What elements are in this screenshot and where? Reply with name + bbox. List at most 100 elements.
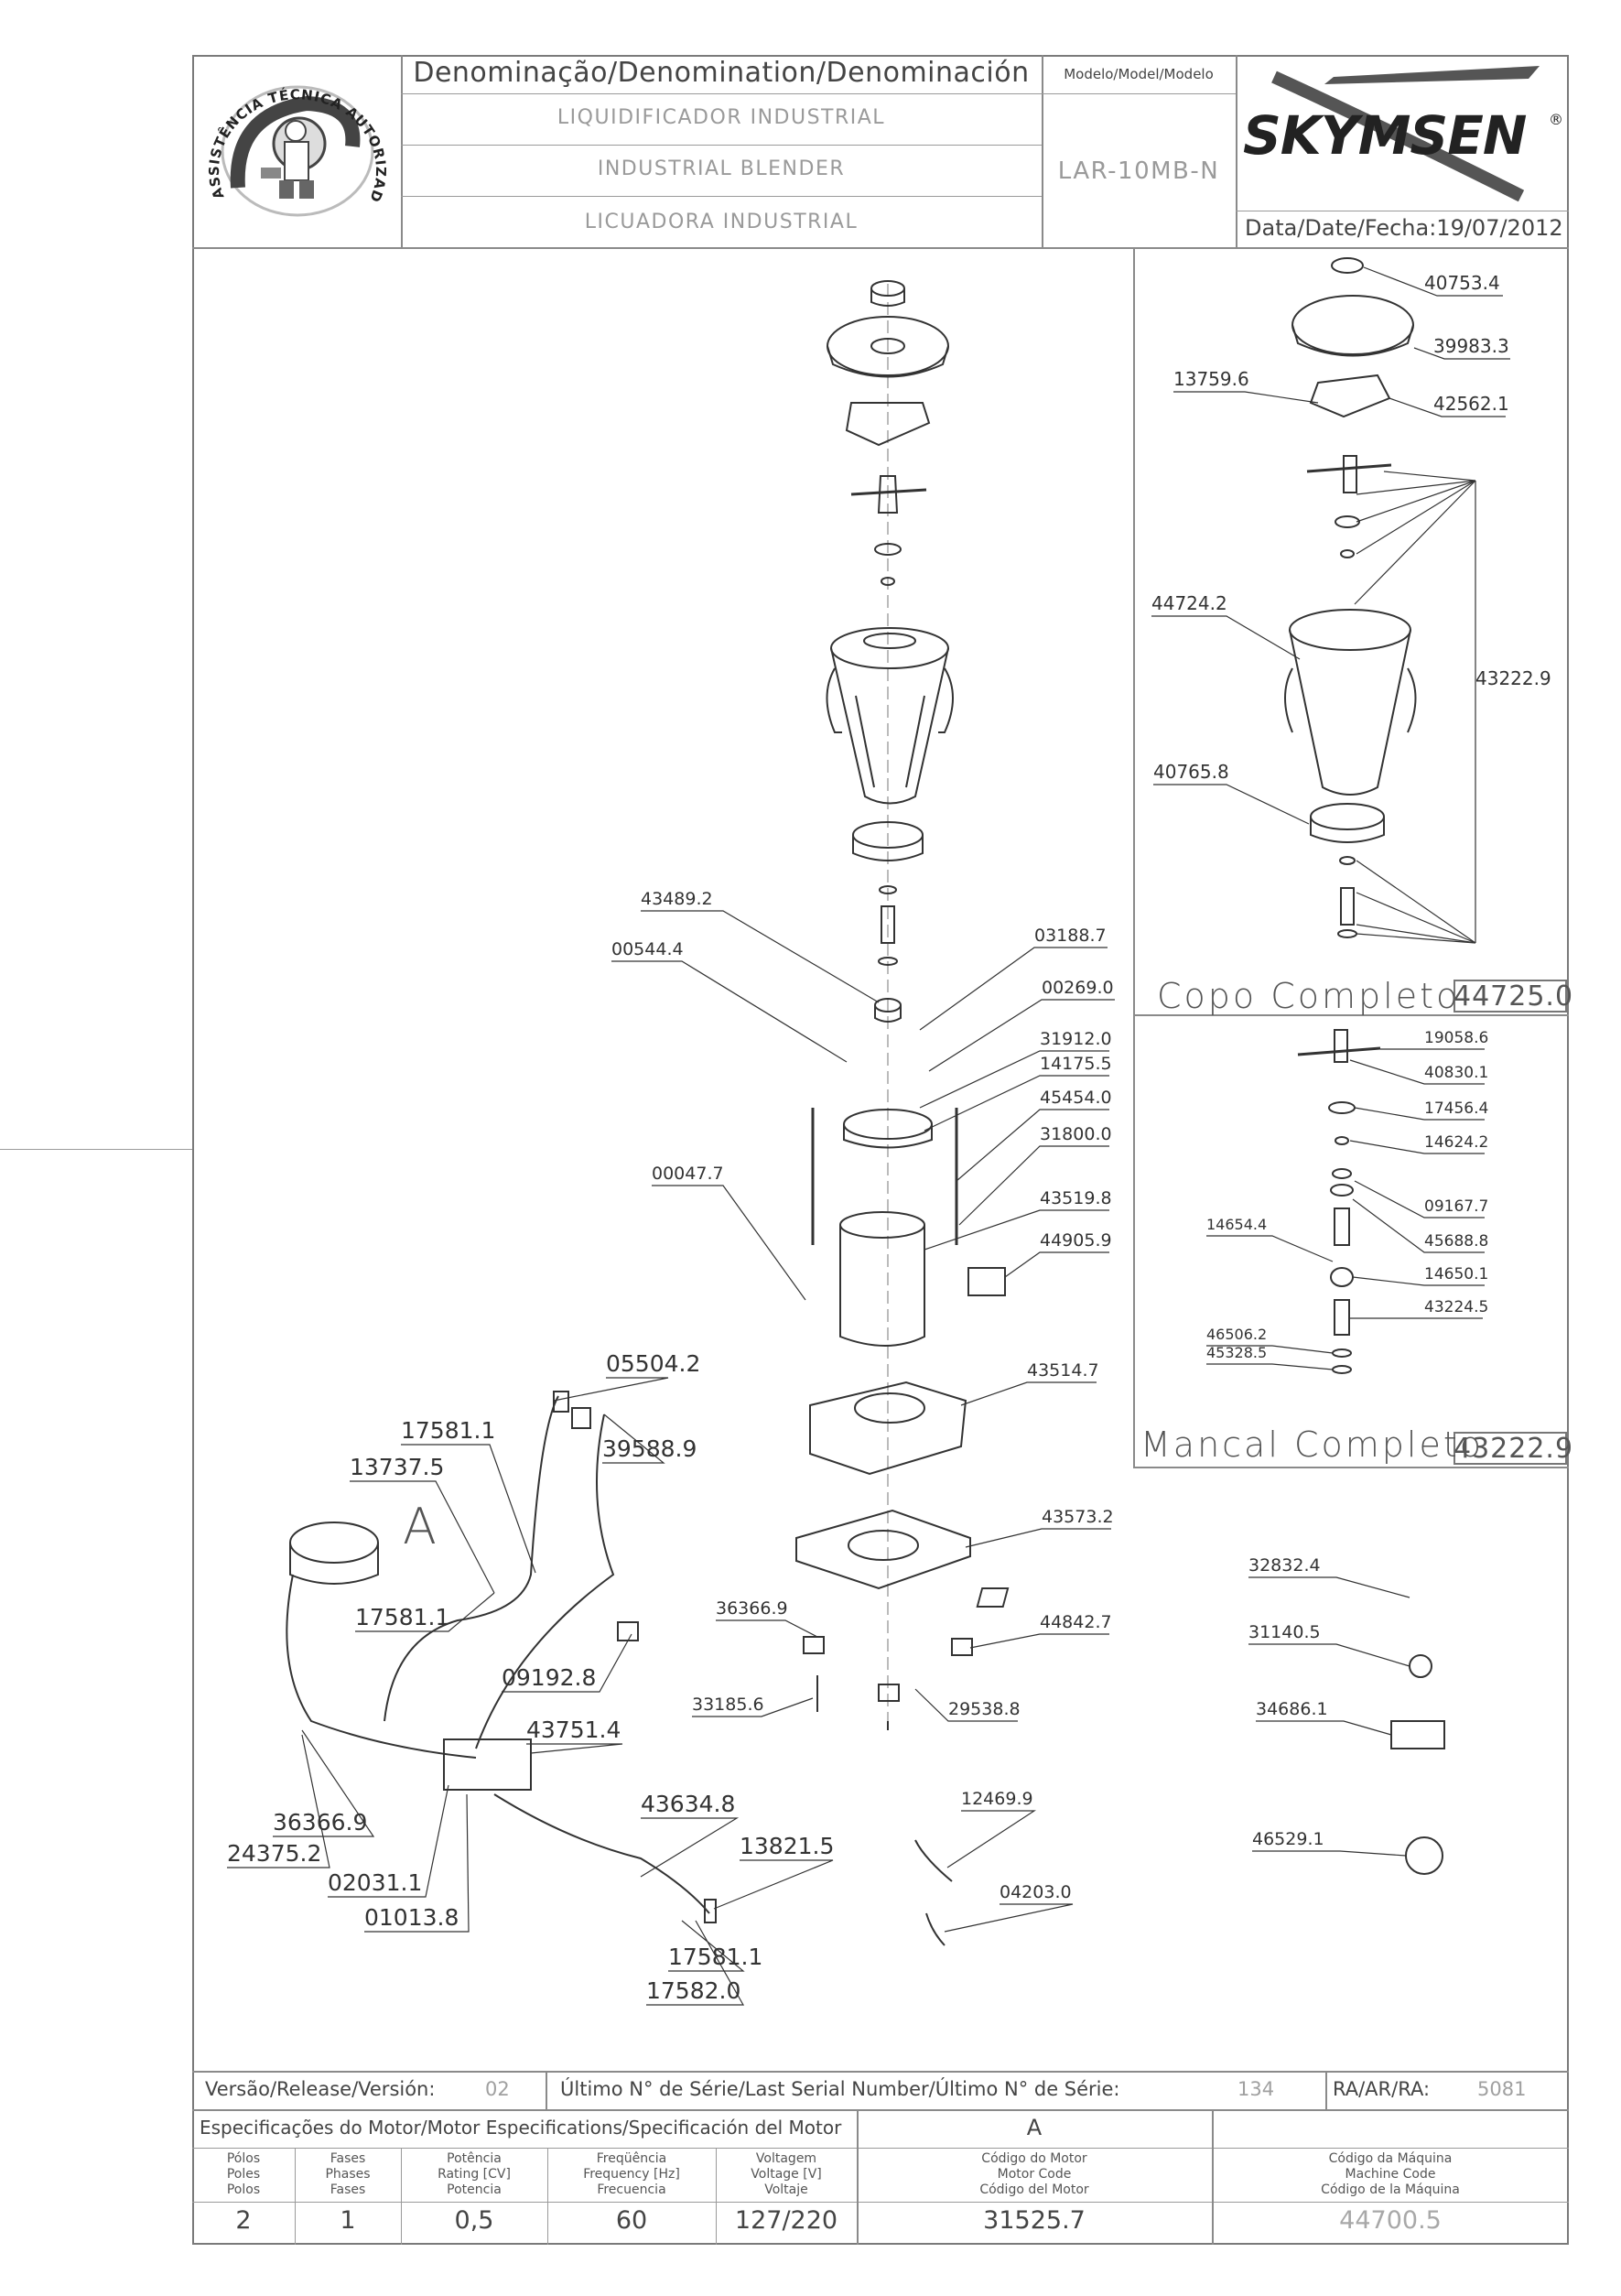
part-callout: 34686.1	[1256, 1699, 1328, 1719]
part-callout: 09192.8	[502, 1664, 596, 1691]
spec-column-value: 2	[235, 2206, 252, 2235]
motor-spec-letter: A	[1026, 2115, 1043, 2140]
drawing-frame	[192, 55, 1569, 2245]
version-label: Versão/Release/Versión:	[205, 2078, 436, 2100]
part-callout: 00544.4	[611, 939, 684, 959]
part-callout: 31800.0	[1040, 1124, 1112, 1144]
seal-lettering: ASSISTÊNCIA TÉCNICA AUTORIZADA	[197, 60, 388, 205]
part-callout: 43489.2	[641, 889, 713, 909]
part-callout: 44905.9	[1040, 1230, 1112, 1251]
mancal-part-callout: 45328.5	[1206, 1344, 1267, 1361]
date-label: Data/Date/Fecha:19/07/2012	[1245, 215, 1563, 241]
part-callout: 00047.7	[652, 1164, 724, 1184]
spec-column-value: 0,5	[454, 2206, 494, 2235]
part-callout: 44842.7	[1040, 1612, 1112, 1632]
denomination-heading: Denominação/Denomination/Denominación	[413, 57, 1030, 89]
base	[809, 1381, 967, 1476]
copo-part-callout: 44724.2	[1151, 592, 1227, 614]
copo-part-callout: 39983.3	[1433, 335, 1509, 357]
blade	[850, 488, 927, 496]
part-callout: 03188.7	[1034, 926, 1107, 946]
part-callout: 02031.1	[328, 1869, 422, 1896]
ground-symbol	[1409, 1654, 1432, 1678]
part-callout: 43751.4	[526, 1717, 621, 1743]
part-callout: 33185.6	[692, 1695, 764, 1715]
copo-part-callout: 40765.8	[1153, 761, 1229, 783]
svg-text:®: ®	[1549, 111, 1563, 128]
switch-box	[443, 1738, 532, 1791]
name-pt: LIQUIDIFICADOR INDUSTRIAL	[557, 106, 886, 129]
part-callout: 24375.2	[227, 1840, 321, 1867]
mancal-part-callout: 19058.6	[1424, 1029, 1488, 1047]
part-callout: 13737.5	[350, 1454, 444, 1480]
part-callout: 29538.8	[948, 1699, 1021, 1719]
label-plate	[967, 1267, 1006, 1296]
copo-title: Copo Completo	[1157, 976, 1461, 1016]
part-callout: 17581.1	[355, 1604, 449, 1630]
sticker	[976, 1587, 1010, 1608]
copo-code: 44725.0	[1453, 980, 1574, 1013]
leader-lines	[227, 266, 1510, 2006]
spec-column-value: 1	[340, 2206, 356, 2235]
mancal-part-callout: 40830.1	[1424, 1064, 1488, 1082]
mancal-part-callout: 46506.2	[1206, 1326, 1267, 1343]
part-callout: 43514.7	[1027, 1360, 1099, 1381]
part-callout: 46529.1	[1252, 1829, 1324, 1849]
part-callout: 36366.9	[273, 1809, 367, 1836]
part-callout: 17581.1	[668, 1944, 762, 1970]
motor	[289, 1522, 379, 1564]
copo-part-callout: 13759.6	[1173, 368, 1249, 390]
spec-column-value: 44700.5	[1339, 2206, 1442, 2235]
part-callout: 36366.9	[716, 1598, 788, 1619]
part-callout: 39588.9	[602, 1435, 697, 1462]
authorized-service-seal	[221, 85, 374, 217]
mancal-part-callout: 14654.4	[1206, 1216, 1267, 1233]
part-callout: 12469.9	[961, 1789, 1033, 1809]
part-callout: 43573.2	[1042, 1507, 1114, 1527]
part-callout: 17582.0	[646, 1977, 740, 2004]
mancal-code: 43222.9	[1453, 1433, 1574, 1465]
copo-part-callout: 42562.1	[1433, 393, 1509, 415]
seal-symbol	[1405, 1836, 1443, 1875]
part-callout: 05504.2	[606, 1350, 700, 1377]
ra-value: 5081	[1477, 2078, 1527, 2100]
spec-column-value: 31525.7	[983, 2206, 1086, 2235]
part-callout: 04203.0	[1000, 1882, 1072, 1902]
mancal-part-callout: 17456.4	[1424, 1099, 1488, 1118]
part-callout: 43634.8	[641, 1791, 735, 1817]
part-callout: 01013.8	[364, 1904, 459, 1931]
motor-cylinder	[839, 1225, 925, 1347]
model-heading: Modelo/Model/Modelo	[1064, 66, 1214, 82]
date-value: 19/07/2012	[1436, 215, 1563, 241]
foot	[803, 1636, 825, 1654]
part-callout: 00269.0	[1042, 978, 1114, 998]
rating-plate	[1390, 1720, 1445, 1749]
mancal-part-callout: 14650.1	[1424, 1265, 1488, 1283]
left-margin-mark	[0, 1149, 192, 1150]
spec-column-value: 60	[615, 2206, 648, 2235]
model-number: LAR-10MB-N	[1057, 157, 1220, 185]
cable-gland	[617, 1621, 639, 1641]
connector	[704, 1899, 717, 1923]
mancal-title: Mancal Completo	[1140, 1424, 1484, 1465]
part-callout: 13821.5	[740, 1833, 834, 1859]
part-callout: 43519.8	[1040, 1188, 1112, 1208]
blender-parts	[286, 257, 1445, 1946]
part-callout: 45454.0	[1040, 1088, 1112, 1108]
brand-logo: SKYMSEN ®	[1243, 66, 1563, 202]
mancal-part-callout: 14624.2	[1424, 1133, 1488, 1152]
part-callout: 31912.0	[1040, 1029, 1112, 1049]
motor-letter-label: A	[403, 1498, 437, 1555]
copo-part-callout: 43222.9	[1475, 667, 1551, 689]
ra-label: RA/AR/RA:	[1333, 2078, 1431, 2100]
callout-labels: 43489.200544.403188.700269.031912.014175…	[227, 272, 1551, 2004]
part-callout: 31140.5	[1248, 1622, 1321, 1642]
version-value: 02	[485, 2078, 510, 2100]
